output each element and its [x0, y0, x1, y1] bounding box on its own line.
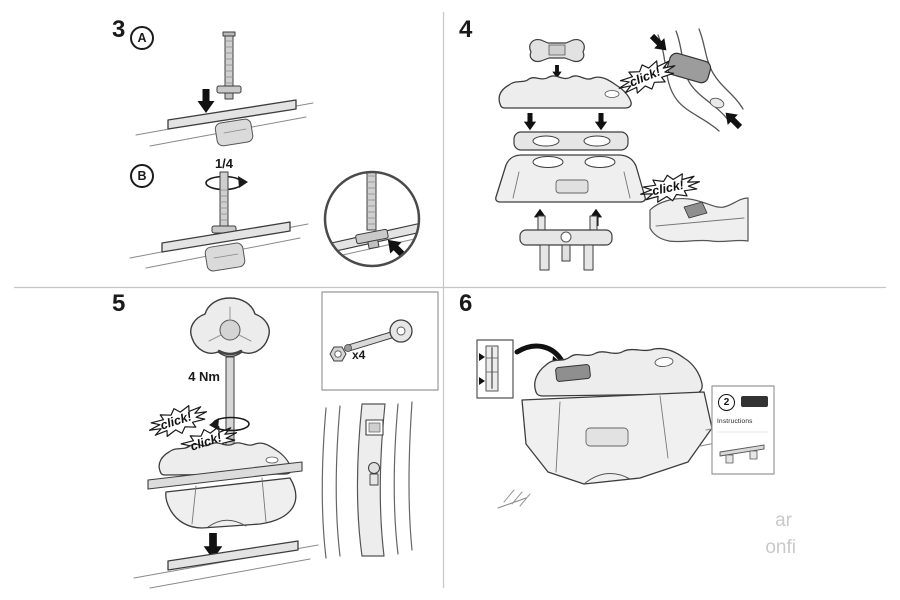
insert-down-arrow-a [197, 89, 215, 113]
brand-bar [741, 396, 768, 407]
rotate-arrow [209, 416, 250, 432]
kit-part-icon [719, 444, 765, 464]
panel-dividers [14, 12, 886, 588]
torque-knob [190, 297, 270, 358]
car-cross-section [321, 401, 413, 559]
press-arrow-upper [646, 30, 672, 56]
detail-magnifier [323, 170, 421, 268]
claw-bracket-part [519, 215, 613, 271]
foot-cover-part [498, 75, 632, 109]
t-bolt-b [211, 171, 237, 240]
substep-a-badge: A [130, 26, 154, 50]
step3-panel-art [129, 31, 421, 272]
instructions-label: Instructions [717, 418, 753, 425]
foot-mounted-detail-lower [649, 197, 749, 243]
step5-panel-art [133, 291, 439, 589]
press-arrow-lower [720, 107, 746, 133]
instructions-box [711, 385, 775, 475]
torque-label: 4 Nm [188, 369, 220, 384]
foot-body-part [495, 154, 646, 203]
roof-rail-a [135, 99, 314, 147]
quarter-turn-label: 1/4 [214, 156, 234, 171]
kit-number-badge: 2 [718, 394, 735, 411]
installed-clamp [666, 52, 712, 84]
watermark-line2: onfi [765, 537, 796, 558]
roof-rail-bottom [133, 540, 319, 589]
foot-assembly [147, 442, 303, 529]
step5-number: 5 [112, 290, 126, 317]
stack-arrow-right [594, 113, 608, 131]
step6-panel-art [476, 339, 775, 509]
measure-inset [476, 339, 514, 399]
substep-b-badge: B [130, 164, 154, 188]
stack-arrow-left [523, 113, 537, 131]
step4-number: 4 [459, 16, 473, 43]
nut-icon [329, 346, 347, 362]
t-bolt-a [216, 31, 242, 100]
step4-panel-art [495, 28, 749, 271]
hex-key-box [321, 291, 439, 391]
watermark-line1: ar [775, 510, 792, 531]
wing-clamp-part [529, 39, 585, 63]
step6-number: 6 [459, 290, 473, 317]
roof-rail-b [129, 221, 309, 272]
cover-hole [604, 90, 620, 98]
step3-number: 3 [112, 16, 126, 43]
inserted-tool [555, 364, 591, 382]
hex-key-quantity-label: x4 [352, 348, 366, 362]
door-frame-detail-upper [657, 28, 744, 132]
mounted-foot [521, 347, 713, 485]
base-plate-part [513, 131, 629, 151]
